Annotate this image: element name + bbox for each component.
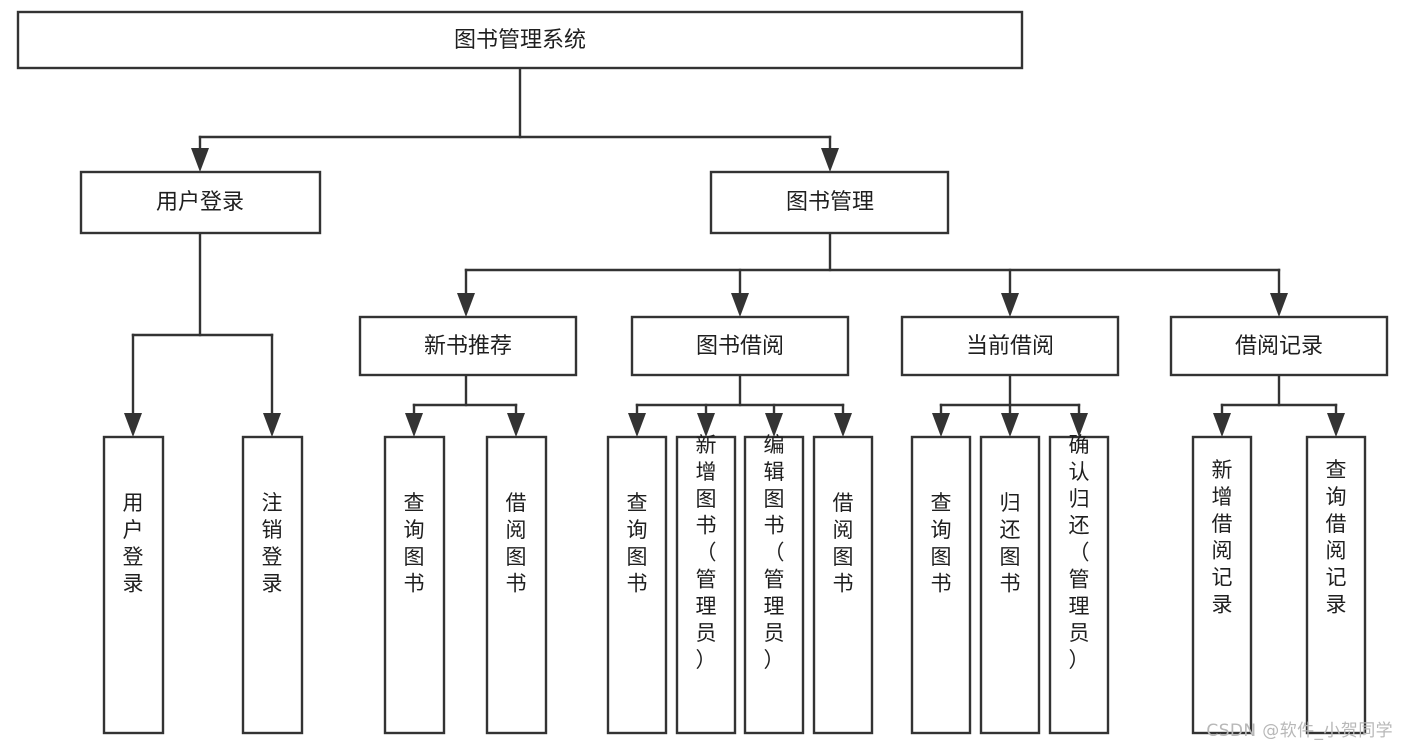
arrow-borrow-leaf2	[697, 413, 715, 437]
leaf-borrow-add-book[interactable]: 新增图书（管理员）	[675, 433, 737, 735]
leaf-borrow-query-book-box[interactable]	[606, 435, 668, 735]
node-current-borrow[interactable]: 当前借阅	[900, 315, 1120, 377]
arrow-user-login-leaf2	[263, 413, 281, 437]
leaf-recommend-query-book-box[interactable]	[383, 435, 446, 735]
leaf-borrow-query-book[interactable]: 查询图书	[606, 435, 668, 735]
arrow-borrow-leaf1	[628, 413, 646, 437]
arrow-to-borrow-record	[1270, 293, 1288, 317]
leaf-current-confirm-return-box[interactable]	[1048, 435, 1110, 735]
arrow-recommend-leaf2	[507, 413, 525, 437]
node-book-management[interactable]: 图书管理	[709, 170, 950, 235]
node-user-login-label: 用户登录	[156, 190, 244, 215]
arrow-record-leaf1	[1213, 413, 1231, 437]
leaf-recommend-borrow-book-box[interactable]	[485, 435, 548, 735]
arrow-current-leaf1	[932, 413, 950, 437]
node-new-book-recommend-box[interactable]	[358, 315, 578, 377]
node-book-management-label: 图书管理	[786, 190, 874, 215]
leaf-borrow-borrow-book-label: 借阅图书	[833, 491, 854, 596]
leaf-borrow-add-book-label: 新增图书（管理员）	[696, 433, 717, 672]
node-book-borrow-label: 图书借阅	[696, 334, 784, 359]
node-user-login[interactable]: 用户登录	[79, 170, 322, 235]
arrow-borrow-leaf3	[765, 413, 783, 437]
node-borrow-record-box[interactable]	[1169, 315, 1389, 377]
leaf-current-confirm-return[interactable]: 确认归还（管理员）	[1048, 433, 1110, 735]
leaf-current-query-book-label: 查询图书	[931, 491, 952, 596]
leaf-recommend-query-book-label: 查询图书	[404, 491, 425, 596]
leaf-record-query-record-label: 查询借阅记录	[1326, 458, 1347, 616]
arrow-to-new-book-recommend	[457, 293, 475, 317]
leaf-current-query-book-box[interactable]	[910, 435, 972, 735]
arrow-to-book-borrow	[731, 293, 749, 317]
node-book-management-box[interactable]	[709, 170, 950, 235]
leaf-borrow-add-book-box[interactable]	[675, 435, 737, 735]
leaf-current-query-book[interactable]: 查询图书	[910, 435, 972, 735]
leaf-user-login-login-box[interactable]	[102, 435, 165, 735]
leaf-record-add-record-box[interactable]	[1191, 435, 1253, 735]
arrow-borrow-leaf4	[834, 413, 852, 437]
leaf-recommend-borrow-book[interactable]: 借阅图书	[485, 435, 548, 735]
arrow-record-leaf2	[1327, 413, 1345, 437]
arrow-user-login-leaf1	[124, 413, 142, 437]
leaf-recommend-query-book[interactable]: 查询图书	[383, 435, 446, 735]
leaf-borrow-query-book-label: 查询图书	[627, 491, 648, 596]
node-book-borrow[interactable]: 图书借阅	[630, 315, 850, 377]
leaf-current-confirm-return-label: 确认归还（管理员）	[1069, 433, 1090, 672]
leaf-current-return-book[interactable]: 归还图书	[979, 435, 1041, 735]
leaf-user-login-logout[interactable]: 注销登录	[241, 435, 304, 735]
node-new-book-recommend-label: 新书推荐	[424, 334, 512, 359]
node-current-borrow-box[interactable]	[900, 315, 1120, 377]
leaf-user-login-login-label: 用户登录	[123, 491, 144, 596]
leaf-record-add-record[interactable]: 新增借阅记录	[1191, 435, 1253, 735]
leaf-record-add-record-label: 新增借阅记录	[1212, 458, 1233, 616]
leaf-user-login-logout-box[interactable]	[241, 435, 304, 735]
node-current-borrow-label: 当前借阅	[966, 334, 1054, 359]
leaf-recommend-borrow-book-label: 借阅图书	[506, 491, 527, 596]
node-root-label: 图书管理系统	[454, 28, 586, 53]
leaf-borrow-borrow-book-box[interactable]	[812, 435, 874, 735]
node-root-box[interactable]	[16, 10, 1024, 70]
node-borrow-record-label: 借阅记录	[1235, 334, 1323, 359]
leaf-borrow-edit-book[interactable]: 编辑图书（管理员）	[743, 433, 805, 735]
node-new-book-recommend[interactable]: 新书推荐	[358, 315, 578, 377]
leaf-current-return-book-label: 归还图书	[1000, 491, 1021, 596]
arrow-current-leaf2	[1001, 413, 1019, 437]
arrow-recommend-leaf1	[405, 413, 423, 437]
node-root-system[interactable]: 图书管理系统	[16, 10, 1024, 70]
leaf-borrow-edit-book-box[interactable]	[743, 435, 805, 735]
arrow-root-to-user-login	[191, 148, 209, 172]
leaf-user-login-logout-label: 注销登录	[262, 491, 283, 596]
connector-group	[124, 66, 1345, 437]
node-borrow-record[interactable]: 借阅记录	[1169, 315, 1389, 377]
leaf-user-login-login[interactable]: 用户登录	[102, 435, 165, 735]
node-book-borrow-box[interactable]	[630, 315, 850, 377]
leaf-borrow-edit-book-label: 编辑图书（管理员）	[764, 433, 785, 672]
arrow-root-to-book-mgmt	[821, 148, 839, 172]
leaf-record-query-record-box[interactable]	[1305, 435, 1367, 735]
arrow-current-leaf3	[1070, 413, 1088, 437]
leaf-borrow-borrow-book[interactable]: 借阅图书	[812, 435, 874, 735]
leaf-record-query-record[interactable]: 查询借阅记录	[1305, 435, 1367, 735]
leaf-current-return-book-box[interactable]	[979, 435, 1041, 735]
arrow-to-current-borrow	[1001, 293, 1019, 317]
node-user-login-box[interactable]	[79, 170, 322, 235]
